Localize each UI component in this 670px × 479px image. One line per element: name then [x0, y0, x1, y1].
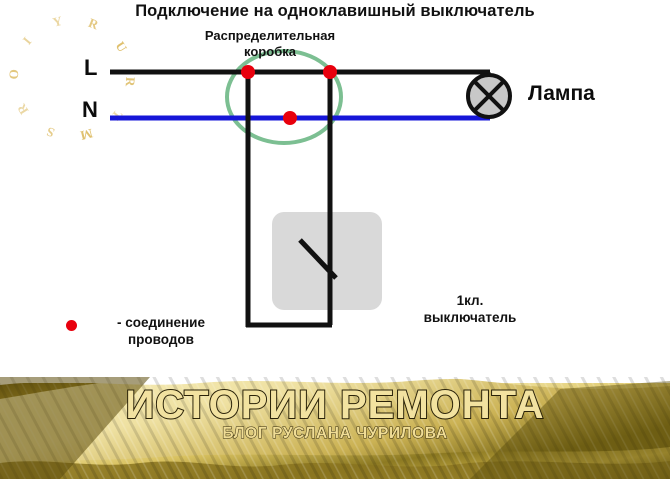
lamp-symbol [468, 75, 510, 117]
legend-label-line1: - соединение [86, 314, 236, 331]
brand-title: ИСТОРИИ РЕМОНТА [0, 383, 670, 428]
junction-box-circle [227, 51, 341, 143]
page-title: Подключение на одноклавишный выключатель [0, 2, 670, 21]
switch-label-line1: 1кл. [395, 292, 545, 309]
brand-subtitle: БЛОГ РУСЛАНА ЧУРИЛОВА [0, 425, 670, 443]
switch-label: 1кл. выключатель [395, 292, 545, 326]
connection-dot [283, 111, 297, 125]
terminal-label-neutral: N [82, 97, 98, 123]
junction-box-label: Распределительная коробка [120, 28, 420, 60]
switch-body [272, 212, 382, 310]
junction-box-label-line2: коробка [120, 44, 420, 60]
switch-label-line2: выключатель [395, 309, 545, 326]
connection-dot [241, 65, 255, 79]
terminal-label-line: L [84, 55, 97, 81]
brand-watermark-band: ИСТОРИИ РЕМОНТА БЛОГ РУСЛАНА ЧУРИЛОВА [0, 359, 670, 479]
legend-label: - соединение проводов [86, 314, 236, 348]
lamp-label: Лампа [528, 82, 595, 106]
connection-dot [323, 65, 337, 79]
legend-connection-dot-icon [66, 320, 77, 331]
junction-box-label-line1: Распределительная [120, 28, 420, 44]
legend-label-line2: проводов [86, 331, 236, 348]
